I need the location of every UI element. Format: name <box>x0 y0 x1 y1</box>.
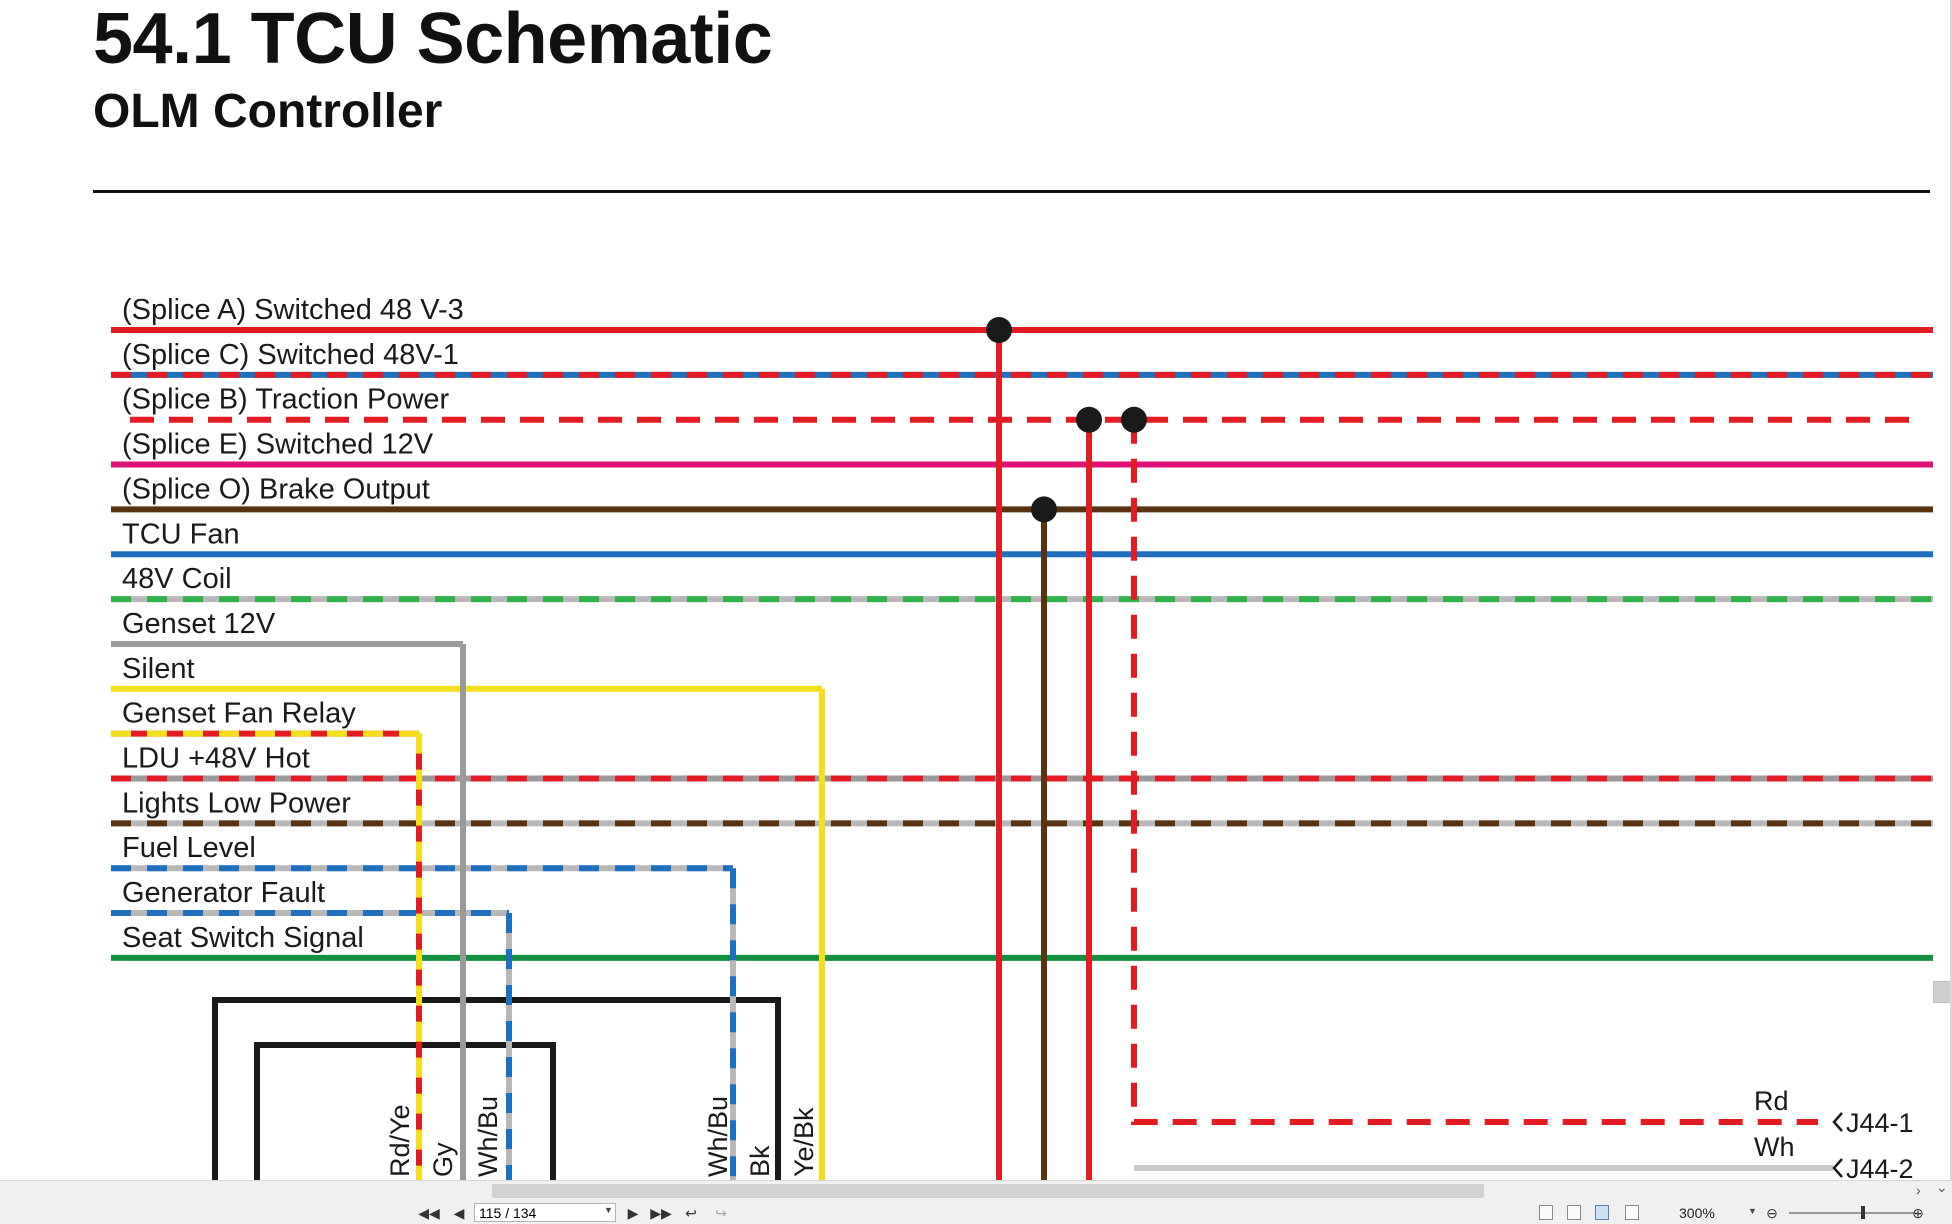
net-label: (Splice B) Traction Power <box>122 384 450 416</box>
continuous-two-page-view-icon[interactable] <box>1625 1205 1639 1220</box>
wire-color-label: Wh/Bu <box>473 1096 503 1177</box>
net-labels: (Splice A) Switched 48 V-3 (Splice C) Swi… <box>122 294 464 954</box>
wire-color-label: Ye/Bk <box>789 1107 819 1177</box>
connector-pin-icon <box>1832 1158 1843 1178</box>
splice-dot <box>1121 406 1147 433</box>
net-label: LDU +48V Hot <box>122 743 310 775</box>
horizontal-scrollbar[interactable] <box>0 1181 1920 1201</box>
net-label: Silent <box>122 653 195 685</box>
vertical-scrollbar-track[interactable] <box>1950 0 1952 1180</box>
component-outline-outer <box>212 997 781 1180</box>
net-lines <box>111 327 1933 961</box>
scroll-right-icon[interactable]: › <box>1916 1182 1921 1198</box>
scroll-corner-icon[interactable]: ⌄ <box>1936 1179 1948 1195</box>
title-divider <box>93 190 1930 193</box>
connector-pin-label: J44-2 <box>1846 1154 1914 1180</box>
splice-dot <box>1076 406 1102 433</box>
viewer-toolbar: › ⌄ ◀◀ ◀ ▼ ▶ ▶▶ ↩ ↪ 300% ▼ ⊖ ⊕ <box>0 1179 1952 1224</box>
wire-color-label: Wh/Bu <box>703 1096 733 1177</box>
net-label: TCU Fan <box>122 518 240 550</box>
first-page-icon[interactable]: ◀◀ <box>418 1204 440 1221</box>
splice-dot <box>1031 496 1057 523</box>
zoom-in-icon[interactable]: ⊕ <box>1912 1204 1924 1221</box>
two-page-view-icon[interactable] <box>1595 1205 1609 1220</box>
connector-pin-label: J44-1 <box>1846 1108 1914 1138</box>
forward-view-icon[interactable]: ↪ <box>715 1204 727 1221</box>
splice-dot <box>986 317 1012 343</box>
zoom-slider[interactable] <box>1789 1212 1916 1214</box>
back-view-icon[interactable]: ↩ <box>685 1204 697 1221</box>
connector-wire-color: Rd <box>1754 1086 1789 1116</box>
component-outline-inner <box>254 1042 556 1180</box>
net-label: (Splice A) Switched 48 V-3 <box>122 294 464 326</box>
connector-pin-icon <box>1832 1112 1843 1132</box>
connector-wire-color: Wh <box>1754 1132 1795 1162</box>
page-dropdown-icon[interactable]: ▼ <box>604 1205 613 1215</box>
zoom-level[interactable]: 300% <box>1679 1205 1715 1221</box>
net-label: Generator Fault <box>122 877 325 909</box>
zoom-out-icon[interactable]: ⊖ <box>1766 1204 1778 1221</box>
net-label: Seat Switch Signal <box>122 922 364 954</box>
continuous-view-icon[interactable] <box>1567 1205 1581 1220</box>
last-page-icon[interactable]: ▶▶ <box>650 1204 672 1221</box>
zoom-dropdown-icon[interactable]: ▼ <box>1748 1206 1757 1216</box>
horizontal-scrollbar-thumb[interactable] <box>492 1184 1484 1198</box>
net-label: Lights Low Power <box>122 787 351 819</box>
wire-color-label: Rd/Ye <box>385 1104 415 1177</box>
net-label: 48V Coil <box>122 563 232 595</box>
net-label: (Splice E) Switched 12V <box>122 429 434 461</box>
page-title: 54.1 TCU Schematic <box>93 0 773 79</box>
wire-color-label: Bk <box>745 1145 775 1177</box>
page-number-input[interactable] <box>474 1203 616 1222</box>
wire-color-label: Gy <box>428 1142 458 1177</box>
net-label: (Splice C) Switched 48V-1 <box>122 339 459 371</box>
wire-traction-power-drop <box>1131 419 1818 1125</box>
schematic-diagram: (Splice A) Switched 48 V-3 (Splice C) Swi… <box>111 294 1933 1180</box>
splice-dots <box>986 317 1147 523</box>
net-label: Fuel Level <box>122 832 256 864</box>
net-label: (Splice O) Brake Output <box>122 473 430 505</box>
prev-page-icon[interactable]: ◀ <box>453 1204 465 1221</box>
page-subtitle: OLM Controller <box>93 85 443 138</box>
net-label: Genset Fan Relay <box>122 698 356 730</box>
net-label: Genset 12V <box>122 608 276 640</box>
single-page-view-icon[interactable] <box>1539 1205 1553 1220</box>
component-outlines <box>212 997 781 1180</box>
vertical-wires <box>416 330 1833 1180</box>
zoom-slider-handle[interactable] <box>1861 1206 1865 1219</box>
next-page-icon[interactable]: ▶ <box>627 1204 639 1221</box>
